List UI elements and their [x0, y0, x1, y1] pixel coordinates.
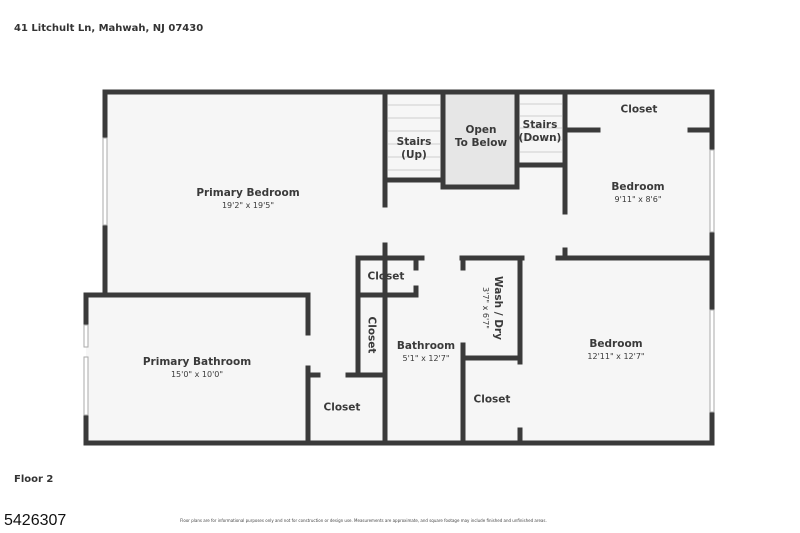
room-closet-top: Closet: [621, 104, 658, 117]
listing-id: 5426307: [4, 512, 67, 529]
room-sub: (Down): [518, 132, 562, 144]
room-primary-bathroom: Primary Bathroom 15'0" x 10'0": [143, 356, 251, 380]
room-name: Bedroom: [611, 181, 665, 193]
room-sub: To Below: [454, 137, 508, 149]
room-name: Closet: [620, 103, 658, 116]
room-dims: 3'7" x 6'7": [481, 287, 490, 329]
room-name: Stairs: [396, 136, 432, 148]
disclaimer: Floor plans are for informational purpos…: [180, 518, 547, 523]
room-name: Primary Bathroom: [142, 356, 252, 368]
room-dims: 9'11" x 8'6": [614, 195, 662, 204]
room-name: Wash / Dry: [492, 276, 504, 340]
room-name: Closet: [367, 270, 405, 283]
floor-area: [86, 92, 712, 443]
room-name: Bedroom: [589, 338, 643, 350]
room-bathroom: Bathroom 5'1" x 12'7": [397, 340, 455, 364]
room-closet-small: Closet: [368, 271, 405, 284]
room-bedroom-upper: Bedroom 9'11" x 8'6": [611, 181, 664, 205]
room-dims: 5'1" x 12'7": [402, 354, 450, 363]
stair-treads: [388, 103, 562, 171]
open-to-below-area: [443, 92, 517, 187]
room-name: Closet: [323, 401, 361, 414]
windows: [83, 137, 715, 416]
walls: [83, 89, 715, 446]
room-bedroom-lower: Bedroom 12'11" x 12'7": [587, 338, 644, 362]
room-closet-vertical: Closet: [365, 317, 378, 354]
room-dims: 19'2" x 19'5": [221, 201, 275, 210]
room-stairs-up: Stairs(Up): [397, 136, 432, 162]
address: 41 Litchult Ln, Mahwah, NJ 07430: [14, 23, 204, 34]
room-dims: 15'0" x 10'0": [170, 370, 224, 379]
room-stairs-down: Stairs(Down): [519, 119, 562, 145]
room-closet-lower: Closet: [324, 402, 361, 415]
room-name: Bathroom: [396, 340, 456, 352]
room-name: Closet: [365, 316, 378, 354]
room-sub: (Up): [401, 149, 427, 161]
room-name: Stairs: [522, 119, 558, 131]
room-name: Primary Bedroom: [196, 187, 300, 199]
room-closet-wash: Closet: [474, 394, 511, 407]
room-name: Closet: [473, 393, 511, 406]
floor-label: Floor 2: [14, 474, 54, 485]
room-primary-bedroom: Primary Bedroom 19'2" x 19'5": [196, 187, 299, 211]
room-name: Open: [465, 124, 497, 136]
room-dims: 12'11" x 12'7": [587, 352, 645, 361]
